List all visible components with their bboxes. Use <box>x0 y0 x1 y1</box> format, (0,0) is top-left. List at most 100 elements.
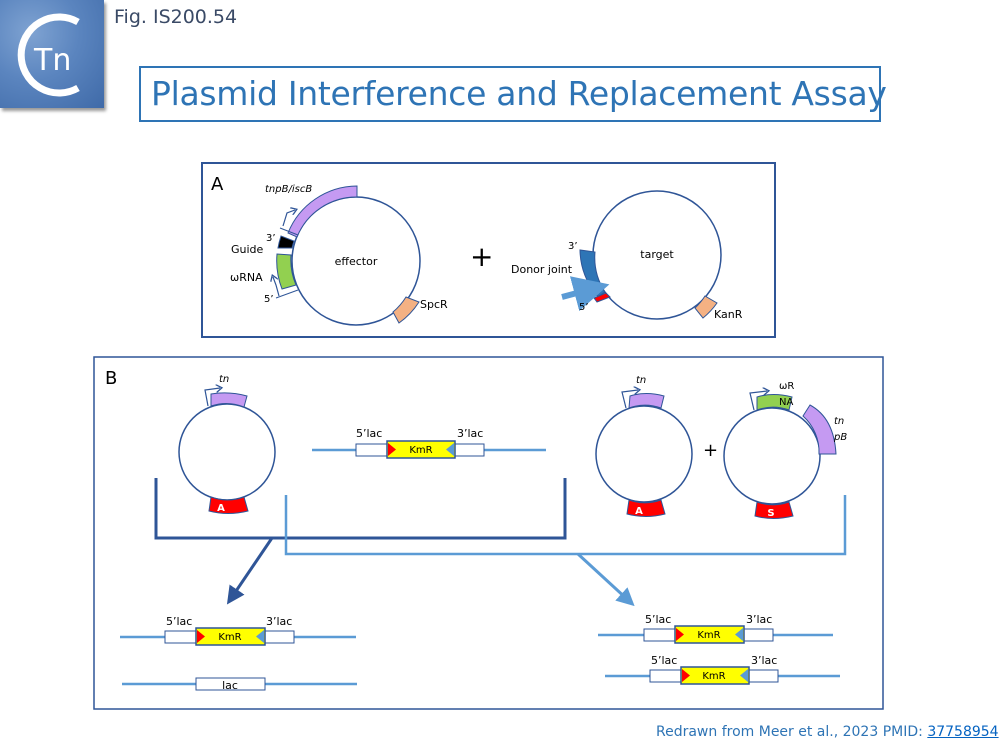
target-3prime-label: 3’ <box>568 241 578 252</box>
plasmid-2-tn-segment <box>628 393 665 409</box>
result-right-2-5lac-box <box>649 669 682 683</box>
result-left-row-1: KmR 5’lac 3’lac <box>120 615 356 646</box>
plasmid-2: tn A <box>595 375 693 517</box>
plasmid-3-circle <box>723 407 821 505</box>
result-left-1-5lac-box <box>164 630 197 644</box>
result-left-1-kmr-cassette <box>195 627 266 646</box>
logo-graphic: Tn <box>17 13 80 97</box>
wrna-bracket <box>275 289 299 299</box>
panel-a-frame <box>201 162 776 338</box>
guide-segment <box>277 235 295 249</box>
result-right-1-5lac-label: 5’lac <box>645 613 671 626</box>
result-right-2-frt-right-icon <box>740 669 748 682</box>
result-left-1-kmr-label: KmR <box>218 632 241 643</box>
result-right-row-1: KmR 5’lac 3’lac <box>598 613 833 644</box>
insert-kmr-label: KmR <box>409 445 432 456</box>
result-left-1-3lac-box <box>264 630 295 644</box>
left-result-arrow <box>226 537 274 605</box>
spcr-label: SpcR <box>420 298 448 311</box>
plasmid-1-marker-segment <box>208 496 249 514</box>
plasmid-2-promoter-arrow-icon <box>621 390 638 409</box>
plasmid-2-marker-segment <box>626 499 666 517</box>
result-right-2-5lac-label: 5’lac <box>651 654 677 667</box>
plasmid-3-wrna-label-1: ωR <box>779 381 794 392</box>
logo-text: Tn <box>33 43 71 78</box>
result-right-2-kmr-cassette <box>680 666 750 685</box>
wrna-segment <box>276 253 297 290</box>
insert-frt-right-icon <box>446 443 454 456</box>
result-right-1-5lac-box <box>643 628 676 642</box>
result-left-1-3lac-label: 3’lac <box>266 615 292 628</box>
plasmid-3-promoter-arrow-icon <box>749 391 767 411</box>
right-result-arrow <box>576 552 635 607</box>
plasmid-3-tnpb-label-2: pB <box>833 432 847 443</box>
panel-a-plus: + <box>470 240 493 273</box>
plasmid-3-tnpb-label-1: tn <box>834 416 844 427</box>
target-label: target <box>640 248 674 261</box>
left-bracket <box>154 478 567 540</box>
tnpb-promoter-arrow-icon <box>282 210 295 227</box>
result-left-1-frt-right-icon <box>256 630 264 643</box>
result-right-row-2: KmR 5’lac 3’lac <box>605 654 840 685</box>
plasmid-3-marker-segment <box>754 501 794 519</box>
logo-c-arc <box>17 13 80 97</box>
target-plasmid: target 3’ Donor joint 5’ KanR <box>511 190 743 321</box>
tn-logo: Tn <box>0 0 104 108</box>
wrna-label: ωRNA <box>230 271 263 284</box>
guide-label: Guide <box>231 243 264 256</box>
citation: Redrawn from Meer et al., 2023 PMID: 377… <box>656 724 999 740</box>
result-left-1-frt-left-icon <box>197 630 205 643</box>
page-title: Plasmid Interference and Replacement Ass… <box>151 74 887 113</box>
result-left-row-2: lac <box>122 677 357 692</box>
panel-b: B tn A KmR 5’lac 3’lac <box>93 356 884 710</box>
plasmid-2-tn-label: tn <box>636 375 646 386</box>
effector-plasmid: effector tnpB/iscB 3’ Guide ωRNA 5’ SpcR <box>230 184 448 326</box>
title-box: Plasmid Interference and Replacement Ass… <box>139 66 887 122</box>
plasmid-3: ωR NA tn pB S <box>723 381 847 519</box>
tnpb-bracket <box>279 227 299 236</box>
insert-frt-left-icon <box>388 443 396 456</box>
pmid-link[interactable]: 37758954 <box>927 724 999 740</box>
tnpb-label: tnpB/iscB <box>265 184 312 195</box>
right-bracket <box>284 495 847 556</box>
insert-3lac-label: 3’lac <box>457 427 483 440</box>
insert-kmr-cassette <box>386 440 456 459</box>
plasmid-1-circle <box>178 403 276 501</box>
kanr-segment <box>694 295 718 319</box>
donor-arrow-icon <box>561 276 610 312</box>
citation-text: Redrawn from Meer et al., 2023 PMID: <box>656 724 928 740</box>
spcr-segment <box>392 296 420 324</box>
plasmid-2-circle <box>595 405 693 503</box>
wrna-promoter-arrow-icon <box>273 277 280 297</box>
effector-3prime-label: 3’ <box>266 233 276 244</box>
result-right-1-3lac-label: 3’lac <box>746 613 772 626</box>
figure-label: Fig. IS200.54 <box>114 6 238 28</box>
plasmid-1: tn A <box>178 374 276 514</box>
result-right-1-kmr-label: KmR <box>697 630 720 641</box>
target-5prime-label: 5’ <box>579 302 589 313</box>
donor-joint-label: Donor joint <box>511 263 573 276</box>
plasmid-1-tn-segment <box>210 392 248 408</box>
kmr-insert: KmR 5’lac 3’lac <box>312 427 546 459</box>
panel-a-label: A <box>211 174 224 195</box>
plasmid-3-wrna-label-2: NA <box>779 397 793 408</box>
plasmid-1-tn-label: tn <box>219 374 229 385</box>
plasmid-1-marker-label: A <box>217 503 225 514</box>
result-right-1-kmr-cassette <box>674 625 745 644</box>
plasmid-3-tnpb-segment <box>802 404 837 455</box>
panel-b-label: B <box>105 368 117 389</box>
plasmid-3-marker-label: S <box>767 508 774 519</box>
plasmid-1-promoter-arrow-icon <box>204 388 220 407</box>
tnpb-segment <box>287 185 358 238</box>
insert-5lac-box <box>355 443 388 457</box>
result-right-2-frt-left-icon <box>682 669 690 682</box>
result-left-2-lac-label: lac <box>222 679 238 692</box>
result-right-1-frt-left-icon <box>676 628 684 641</box>
panel-b-plus: + <box>703 440 718 461</box>
plasmid-3-wrna-segment <box>756 394 793 411</box>
result-right-2-3lac-label: 3’lac <box>751 654 777 667</box>
effector-5prime-label: 5’ <box>264 294 274 305</box>
panel-b-frame <box>93 356 884 710</box>
result-right-2-3lac-box <box>748 669 779 683</box>
